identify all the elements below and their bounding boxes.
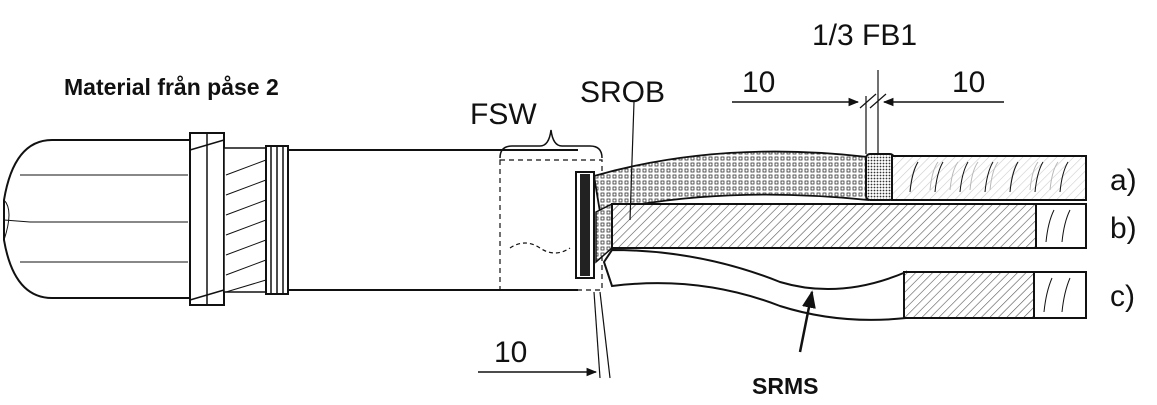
fsw-label: FSW xyxy=(470,98,537,131)
dim-bottom-label: 10 xyxy=(494,336,527,369)
core-c-label: c) xyxy=(1110,280,1135,313)
core-c xyxy=(602,248,1087,321)
binding-ring-2 xyxy=(575,171,595,279)
cable-clamp xyxy=(189,132,225,306)
srob-label: SROB xyxy=(580,76,665,109)
core-a-label: a) xyxy=(1110,164,1137,197)
outer-cable xyxy=(3,139,191,299)
dim-right-top-label: 10 xyxy=(952,66,985,99)
dim-left-top-label: 10 xyxy=(742,66,775,99)
dimension-top xyxy=(732,70,1004,154)
srms-label: SRMS xyxy=(752,373,818,399)
core-b xyxy=(595,203,1087,264)
srob-leader xyxy=(629,101,635,221)
dimension-bottom xyxy=(478,291,611,379)
material-label: Material från påse 2 xyxy=(64,74,279,100)
screen-wire-section xyxy=(223,147,269,293)
core-a xyxy=(592,150,1087,214)
binding-ring-1 xyxy=(265,145,289,295)
fb1-label: 1/3 FB1 xyxy=(812,19,917,52)
srms-arrow xyxy=(798,290,816,353)
core-b-label: b) xyxy=(1110,212,1137,245)
cable-body xyxy=(288,149,578,291)
